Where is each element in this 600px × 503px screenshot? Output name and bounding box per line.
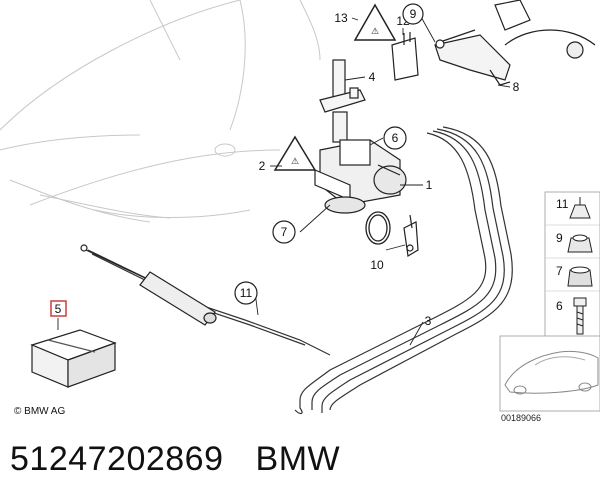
svg-text:1: 1 (426, 178, 433, 192)
callout-4: 4 (369, 70, 376, 84)
svg-text:7: 7 (281, 225, 288, 239)
callout-1: 1 (426, 178, 433, 192)
diagram-reference-number: 00189066 (501, 413, 541, 423)
svg-text:3: 3 (425, 314, 432, 328)
callout-8: 8 (513, 80, 520, 94)
svg-text:5: 5 (55, 302, 62, 316)
callout-11: 11 (234, 281, 258, 305)
hydraulic-cylinder (80, 244, 217, 326)
svg-text:8: 8 (513, 80, 520, 94)
parts-diagram: ⚠ ⚠ 13 12 9 4 8 6 1 (0, 0, 600, 423)
callout-10: 10 (370, 258, 384, 272)
side-parts-panel: 11 9 7 6 (544, 191, 600, 343)
svg-text:10: 10 (370, 258, 384, 272)
side-label-11: 11 (556, 197, 569, 211)
callout-13: 13 (334, 11, 348, 25)
svg-text:9: 9 (410, 7, 417, 21)
svg-text:2: 2 (259, 159, 266, 173)
svg-text:13: 13 (334, 11, 348, 25)
copyright-notice: © BMW AG (14, 406, 65, 417)
svg-text:⚠: ⚠ (371, 26, 379, 36)
callout-9: 9 (402, 3, 424, 25)
svg-text:11: 11 (240, 286, 253, 300)
nut-icon (567, 234, 593, 253)
hose-connector (403, 214, 419, 257)
part-number: 51247202869 (10, 440, 224, 478)
svg-text:4: 4 (369, 70, 376, 84)
relay-clip (391, 32, 419, 81)
callout-5-highlighted: 5 (50, 300, 67, 317)
callout-6: 6 (383, 126, 407, 150)
warning-triangle-icon: ⚠ (273, 135, 317, 171)
product-caption: 51247202869 BMW (10, 440, 590, 488)
callout-2: 2 (259, 159, 266, 173)
parts-box (30, 329, 117, 388)
callout-3: 3 (425, 314, 432, 328)
pump-unit (314, 111, 407, 214)
svg-text:⚠: ⚠ (291, 156, 299, 166)
mounting-bracket (319, 59, 366, 113)
svg-text:6: 6 (392, 131, 399, 145)
clip-icon (569, 197, 591, 219)
brand-name: BMW (255, 440, 341, 478)
car-thumbnail (499, 335, 600, 412)
side-label-6: 6 (556, 299, 563, 313)
leader-lines (57, 14, 511, 346)
callout-7: 7 (272, 220, 296, 244)
o-ring (365, 211, 391, 245)
side-label-7: 7 (556, 264, 563, 278)
bolt-icon (573, 297, 587, 335)
latch-assembly (434, 0, 596, 86)
car-body-outline (0, 0, 321, 223)
grommet-icon (567, 266, 593, 287)
side-label-9: 9 (556, 231, 563, 245)
warning-triangle-icon: ⚠ (353, 3, 397, 41)
